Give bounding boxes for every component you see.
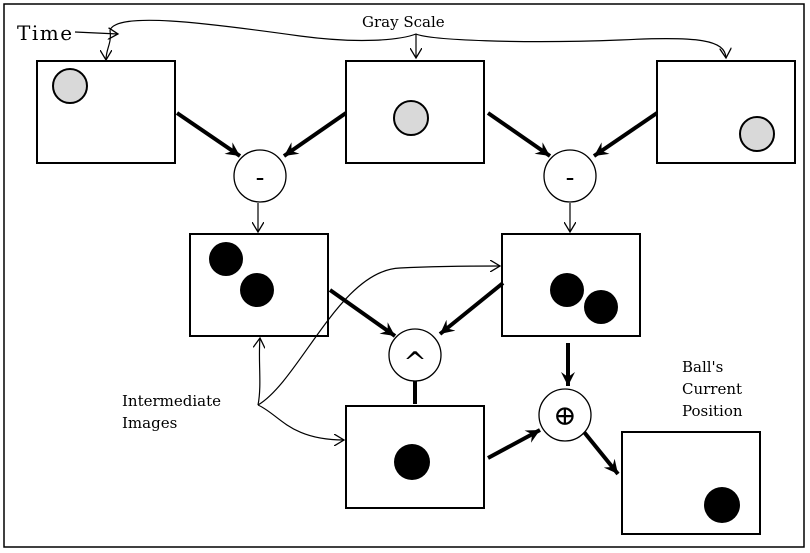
arrow-result-xor bbox=[487, 428, 541, 460]
xor-node bbox=[538, 388, 592, 442]
subtract-node-right bbox=[543, 149, 597, 203]
intermediate-label-line1: Intermediate bbox=[122, 392, 221, 410]
time-label: Time bbox=[17, 21, 74, 45]
arrow-diff2-and bbox=[438, 281, 505, 336]
subtract-node-left bbox=[233, 149, 287, 203]
pointer-to-diff1 bbox=[258, 338, 260, 406]
subtract-node-left-label: - bbox=[256, 163, 265, 193]
arrow-f2-sub1 bbox=[282, 111, 348, 158]
frame-3 bbox=[656, 60, 796, 164]
position-ball bbox=[704, 487, 740, 523]
position-frame bbox=[621, 431, 761, 535]
arrow-xor-position bbox=[582, 430, 620, 476]
arrow-diff1-and bbox=[328, 288, 397, 338]
gray-ball-2 bbox=[393, 100, 429, 136]
arrow-f2-sub2 bbox=[486, 111, 552, 158]
diff1-ball-a bbox=[209, 242, 243, 276]
arrow-f3-sub2 bbox=[592, 111, 659, 158]
time-arrow bbox=[74, 32, 118, 34]
diff1-ball-b bbox=[240, 273, 274, 307]
outer-frame bbox=[3, 3, 805, 548]
xor-node-label: ⊕ bbox=[553, 399, 576, 432]
pointer-to-diff2 bbox=[257, 266, 500, 406]
and-node-label: ^ bbox=[403, 346, 426, 379]
gray-ball-3 bbox=[739, 116, 775, 152]
ball-position-label-line3: Position bbox=[682, 402, 743, 420]
gray-ball-1 bbox=[52, 68, 88, 104]
intermediate-label-line2: Images bbox=[122, 414, 177, 432]
time-to-frame1-arrow bbox=[106, 29, 110, 60]
intersection-frame bbox=[345, 405, 485, 509]
gray-scale-label: Gray Scale bbox=[362, 13, 445, 31]
ball-position-label-line1: Ball's bbox=[682, 358, 723, 376]
subtract-node-right-label: - bbox=[566, 163, 575, 193]
diff2-ball-b bbox=[584, 290, 618, 324]
ball-position-label-line2: Current bbox=[682, 380, 742, 398]
diff2-ball-a bbox=[550, 273, 584, 307]
arrow-f1-sub1 bbox=[175, 111, 242, 158]
pointer-to-intersection bbox=[257, 404, 344, 440]
intersection-ball bbox=[394, 444, 430, 480]
